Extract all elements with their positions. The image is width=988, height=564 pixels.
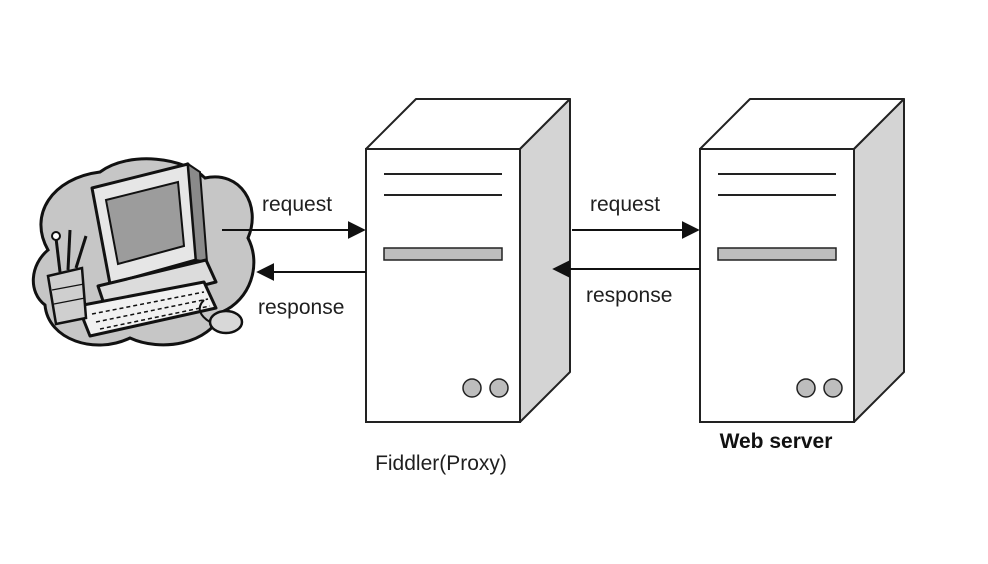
node-label-proxy: Fiddler(Proxy) — [375, 452, 507, 475]
edge-label-request-left: request — [262, 193, 332, 216]
proxy-tower-side — [519, 98, 571, 423]
proxy-server-tower — [365, 98, 571, 423]
edge-label-response-left: response — [258, 296, 344, 319]
keyboard — [76, 280, 218, 338]
web-server-tower — [699, 98, 905, 423]
pencil-cup — [46, 266, 88, 326]
monitor-screen — [104, 180, 186, 266]
proxy-drive-bay — [383, 247, 503, 261]
server-drive-bay — [717, 247, 837, 261]
mouse — [208, 309, 244, 335]
server-led-1 — [796, 378, 816, 398]
server-tower-side — [853, 98, 905, 423]
proxy-led-2 — [489, 378, 509, 398]
edge-label-response-right: response — [586, 284, 672, 307]
proxy-led-1 — [462, 378, 482, 398]
node-label-web-server: Web server — [720, 430, 833, 453]
server-led-2 — [823, 378, 843, 398]
edge-label-request-right: request — [590, 193, 660, 216]
client-computer-icon — [31, 157, 256, 347]
